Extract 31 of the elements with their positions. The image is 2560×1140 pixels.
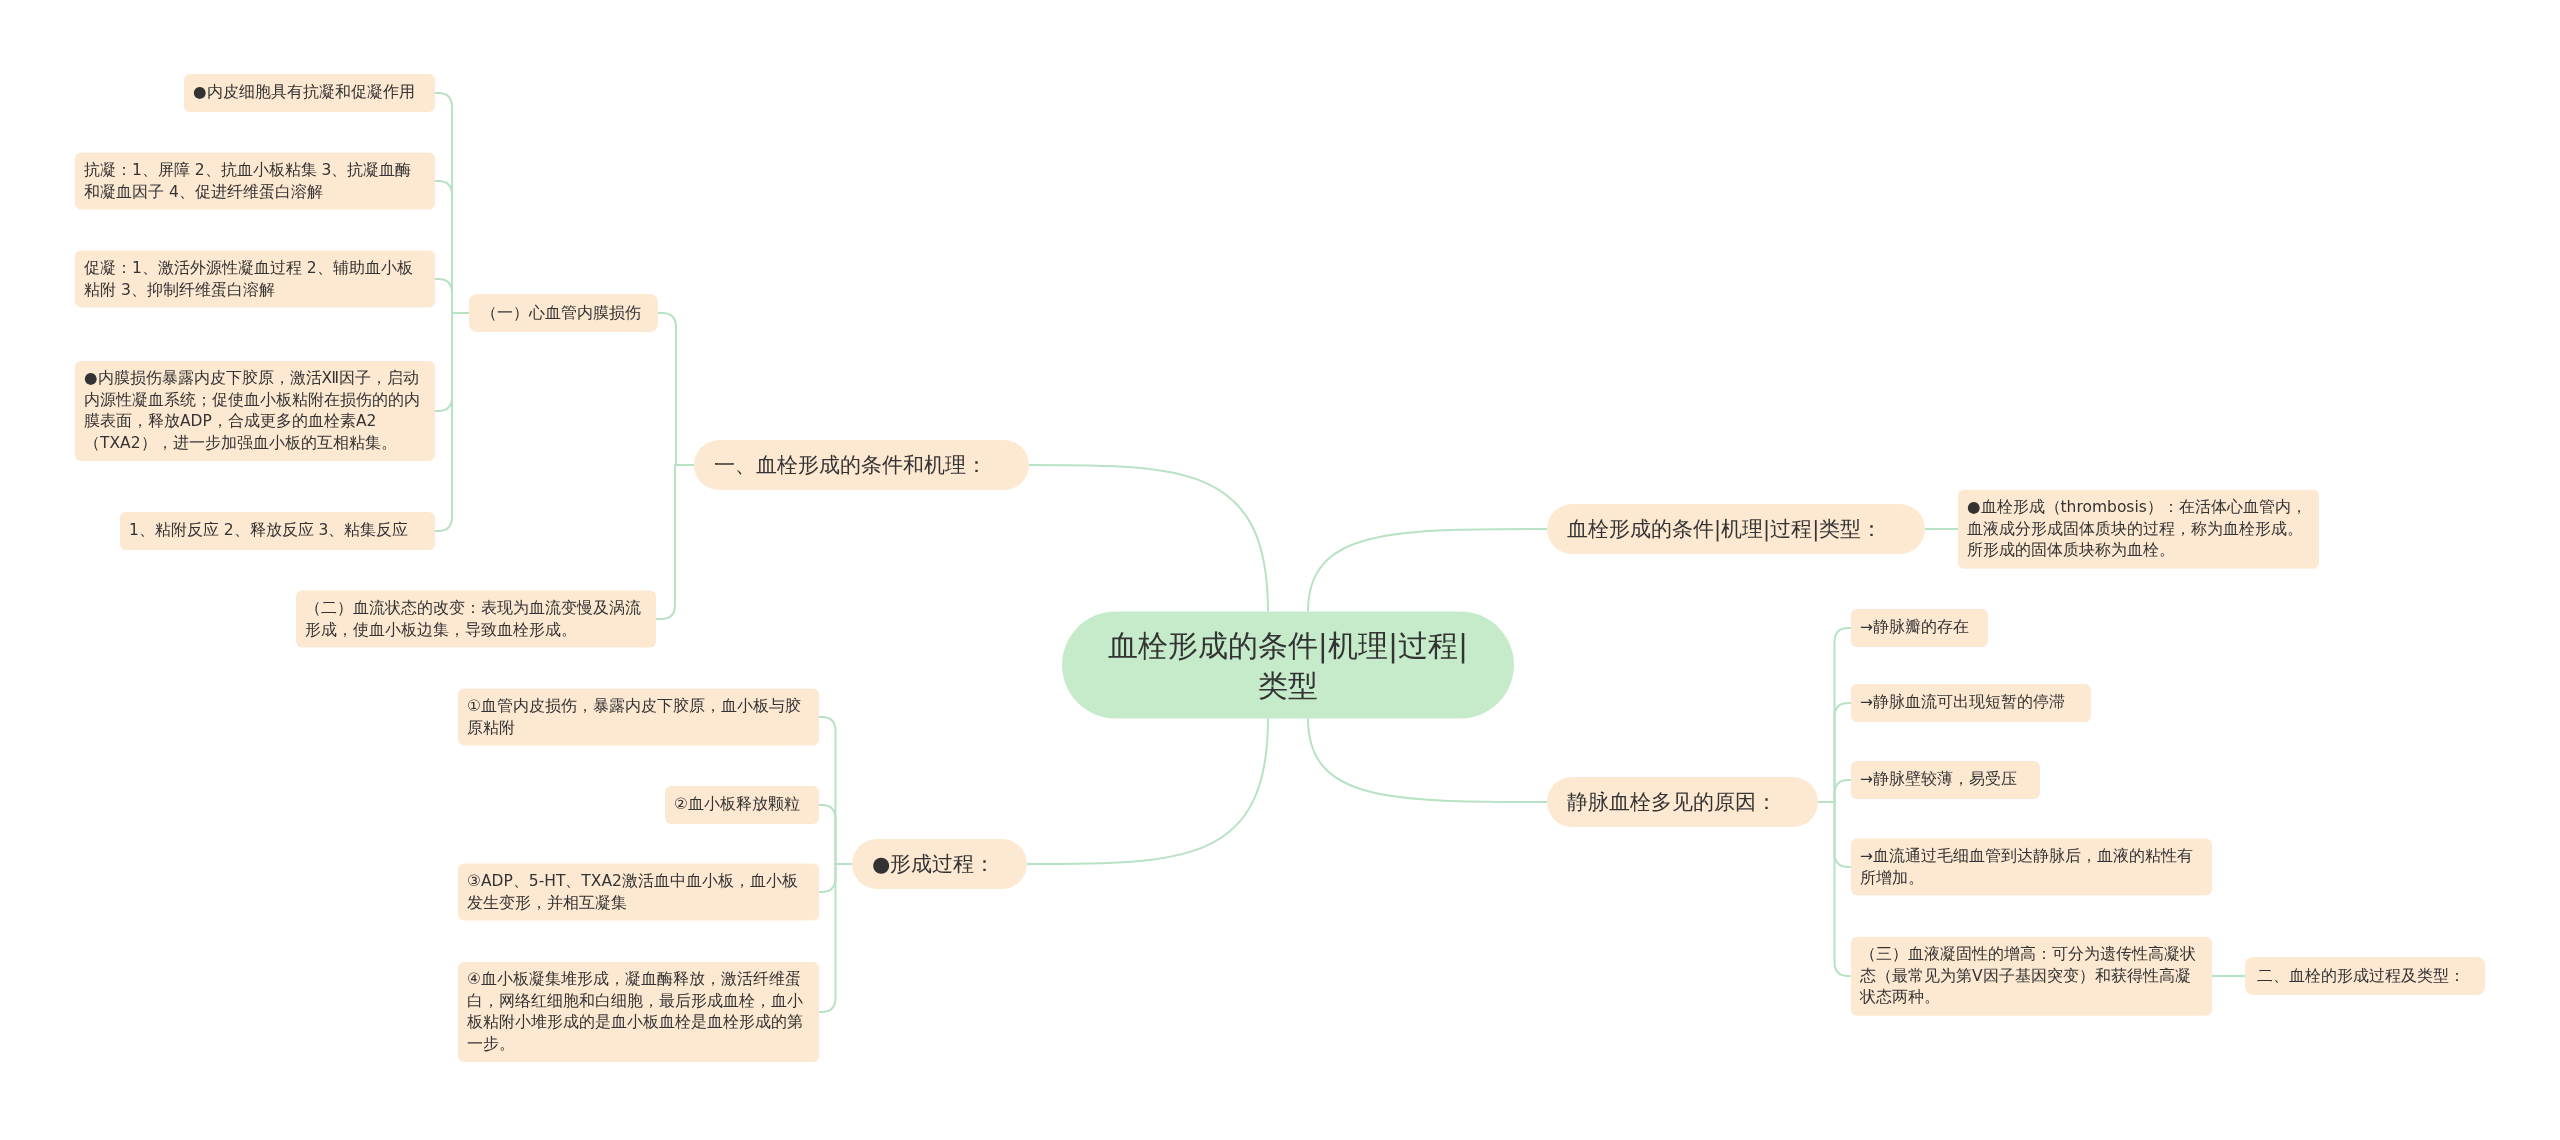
note-box: →静脉壁较薄，易受压 bbox=[1851, 761, 2040, 799]
branch-line bbox=[1817, 801, 1852, 977]
note-box: ③ADP、5-HT、TXA2激活血中血小板，血小板发生变形，并相互凝集 bbox=[458, 863, 819, 921]
note-box: →静脉瓣的存在 bbox=[1851, 609, 1988, 647]
branch-line bbox=[1307, 528, 1548, 613]
topic-pill: 一、血栓形成的条件和机理： bbox=[694, 440, 1029, 490]
note-box: （三）血液凝固性的增高：可分为遗传性高凝状态（最常见为第V因子基因突变）和获得性高凝状态两种。 bbox=[1851, 936, 2212, 1016]
topic-pill: ●形成过程： bbox=[852, 839, 1027, 889]
branch-line bbox=[1307, 717, 1548, 803]
note-box: （二）血流状态的改变：表现为血流变慢及涡流形成，使血小板边集，导致血栓形成。 bbox=[296, 590, 656, 648]
note-box: →静脉血流可出现短暂的停滞 bbox=[1851, 684, 2091, 722]
subtopic-box: （一）心血管内膜损伤 bbox=[469, 294, 658, 332]
branch-line bbox=[1028, 464, 1269, 613]
note-box: 促凝：1、激活外源性凝血过程 2、辅助血小板粘附 3、抑制纤维蛋白溶解 bbox=[75, 250, 435, 308]
branch-line bbox=[1026, 717, 1269, 865]
note-box: ①血管内皮损伤，暴露内皮下胶原，血小板与胶原粘附 bbox=[458, 688, 819, 746]
note-box: ②血小板释放颗粒 bbox=[665, 786, 819, 824]
topic-pill: 静脉血栓多见的原因： bbox=[1547, 777, 1818, 827]
branch-line bbox=[2211, 975, 2246, 977]
subtopic-box: 二、血栓的形成过程及类型： bbox=[2245, 957, 2485, 995]
central-topic: 血栓形成的条件|机理|过程|类型 bbox=[1062, 611, 1514, 719]
branch-line bbox=[818, 863, 853, 1013]
note-box: 1、粘附反应 2、释放反应 3、粘集反应 bbox=[120, 512, 435, 550]
note-box: ④血小板凝集堆形成，凝血酶释放，激活纤维蛋白，网络红细胞和白细胞，最后形成血栓，血小板粘附小堆形成的是血小板血栓是血栓形成的第一步。 bbox=[458, 962, 819, 1062]
note-box: →血流通过毛细血管到达静脉后，血液的粘性有所增加。 bbox=[1851, 838, 2212, 896]
note-box: 抗凝：1、屏障 2、抗血小板粘集 3、抗凝血酶和凝血因子 4、促进纤维蛋白溶解 bbox=[75, 152, 435, 210]
topic-pill: 血栓形成的条件|机理|过程|类型： bbox=[1547, 504, 1925, 554]
note-box: ●血栓形成（thrombosis）：在活体心血管内，血液成分形成固体质块的过程，称为血栓形成。所形成的固体质块称为血栓。 bbox=[1958, 489, 2319, 569]
note-box: ●内皮细胞具有抗凝和促凝作用 bbox=[184, 74, 435, 112]
note-box: ●内膜损伤暴露内皮下胶原，激活Ⅻ因子，启动内源性凝血系统；促使血小板粘附在损伤的的内膜表面，释放ADP，合成更多的血栓素A2（TXA2），进一步加强血小板的互相粘集。 bbox=[75, 361, 435, 461]
branch-line bbox=[1924, 528, 1959, 530]
